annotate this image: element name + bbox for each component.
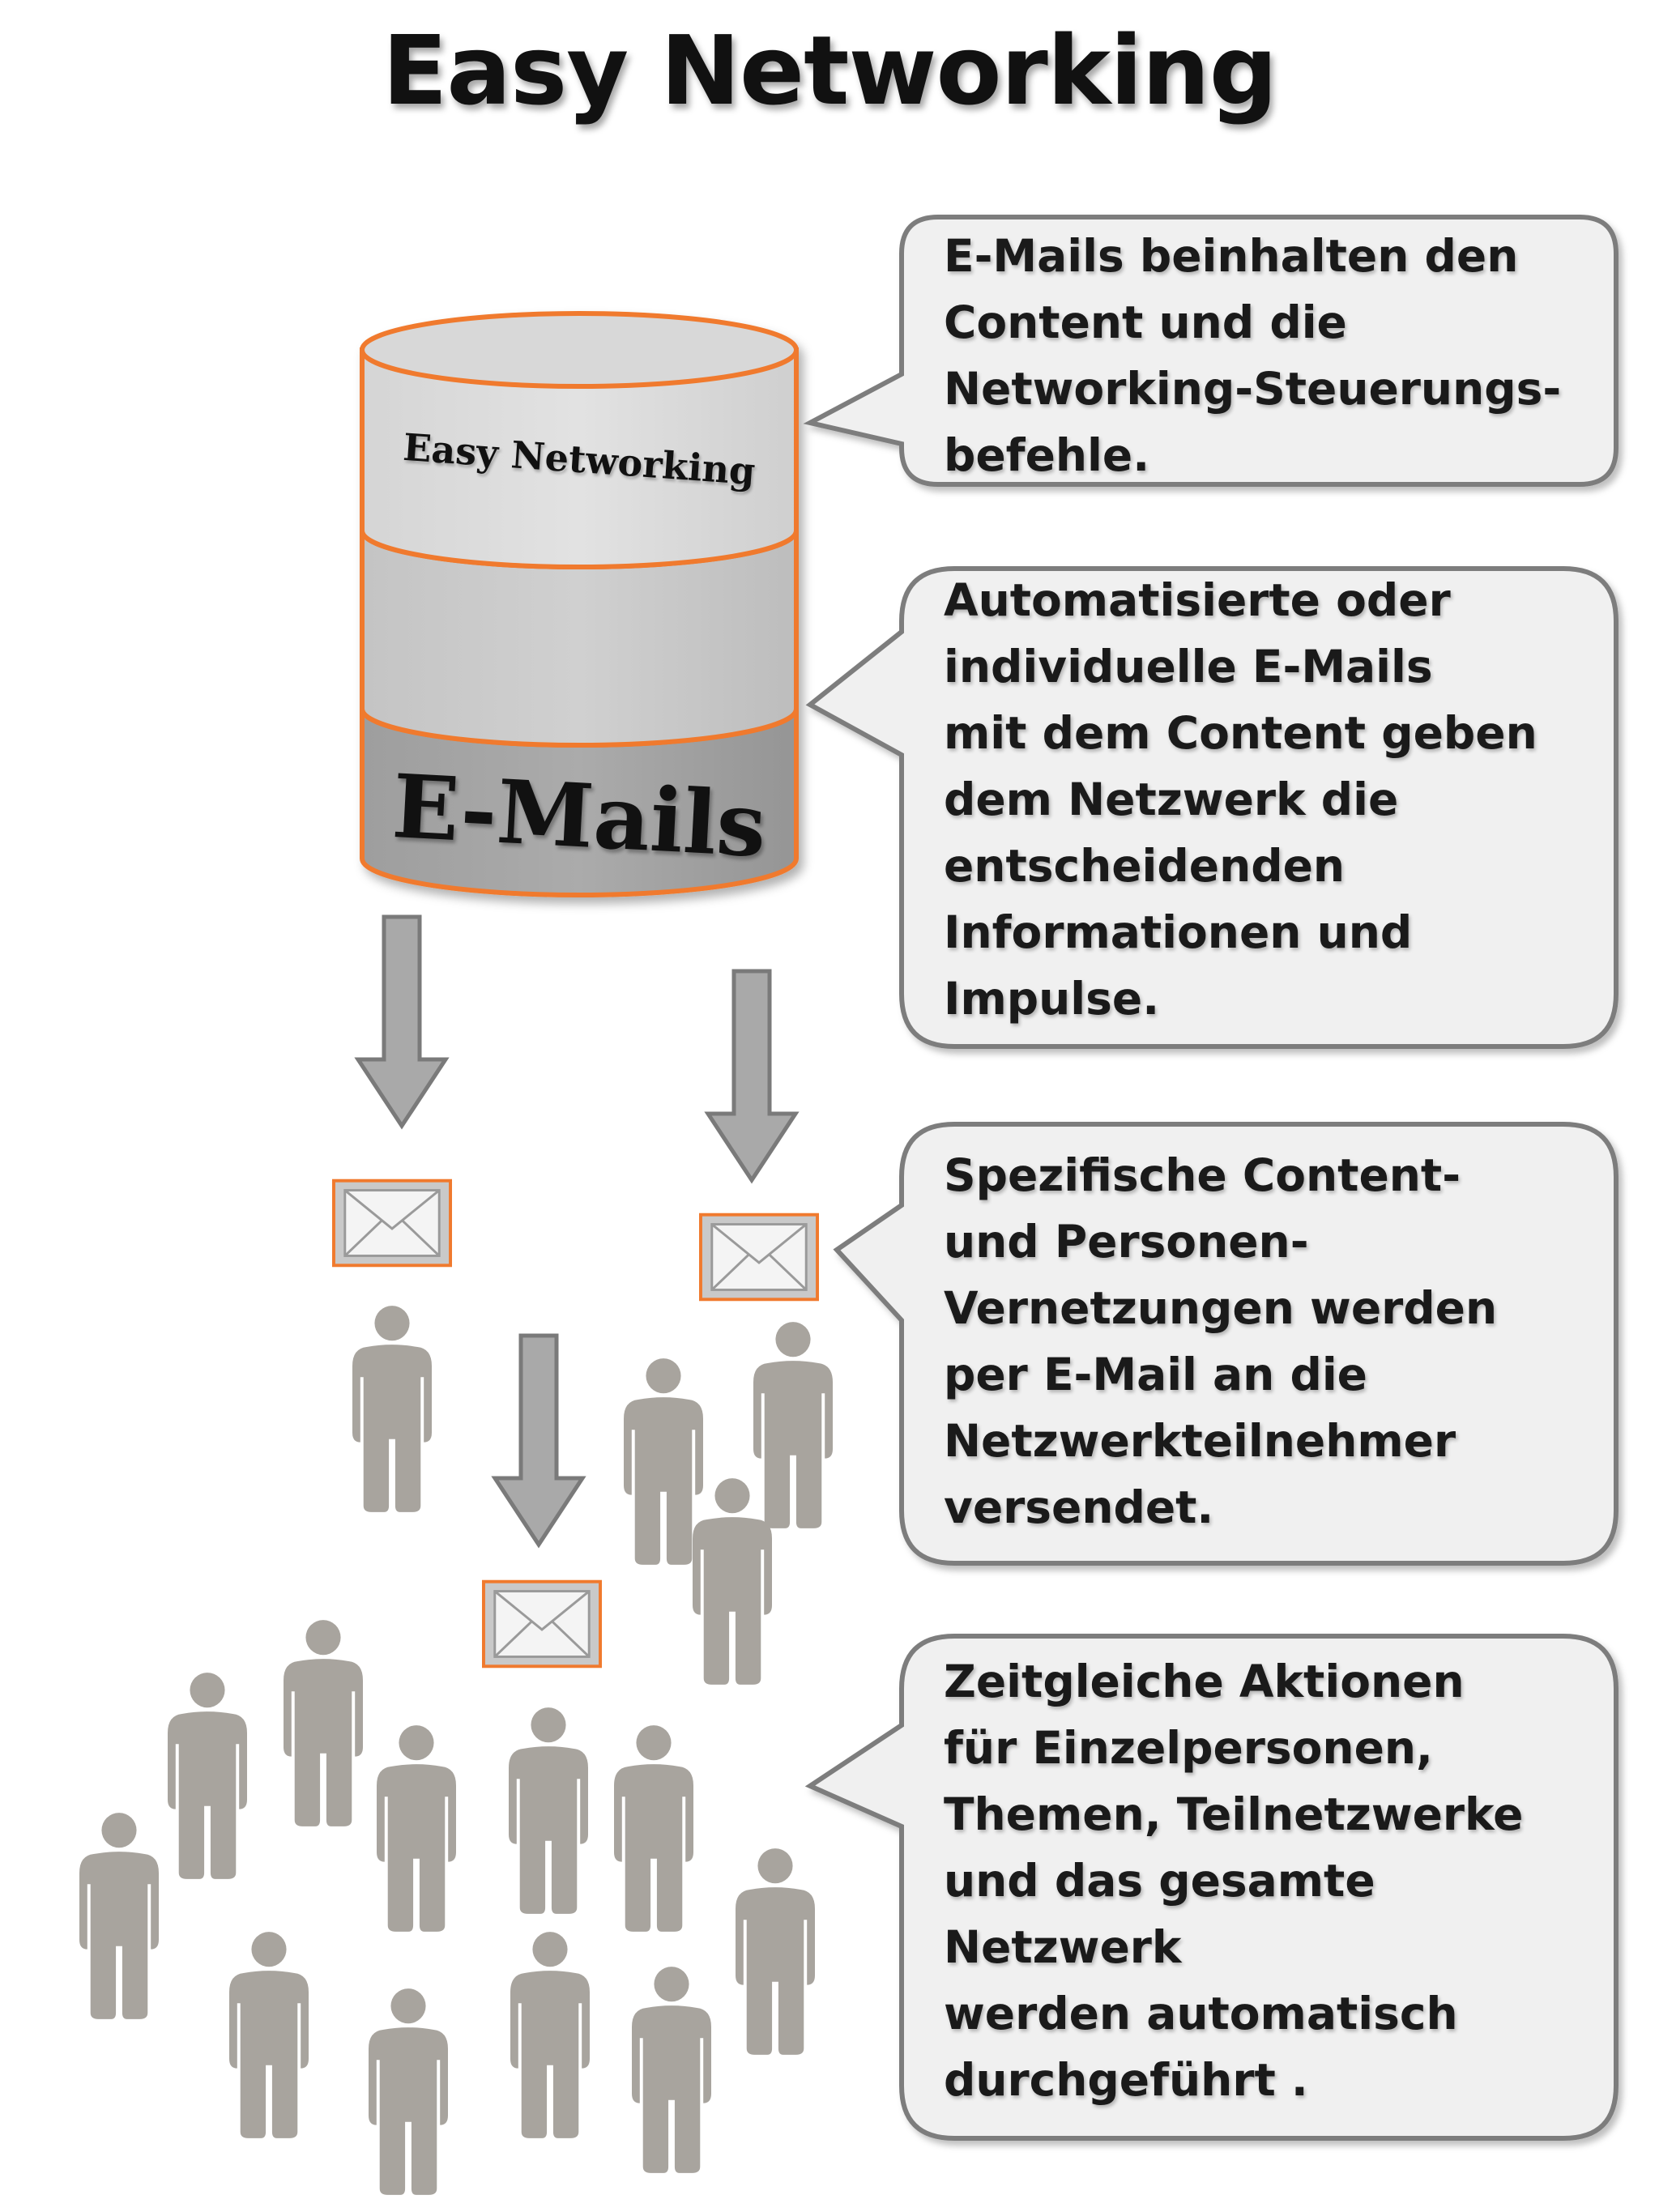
person-icon xyxy=(614,1725,693,1932)
person-icon xyxy=(352,1306,432,1512)
down-arrow-icon xyxy=(495,1336,582,1545)
envelope-icon xyxy=(699,1213,819,1302)
person-icon xyxy=(736,1848,815,2055)
speech-bubble-2 xyxy=(805,566,1618,1049)
person-icon xyxy=(79,1813,159,2019)
database-section-bottom xyxy=(360,706,799,897)
person-icon xyxy=(284,1620,363,1826)
envelope-icon xyxy=(482,1579,602,1669)
person-icon xyxy=(632,1967,711,2173)
person-icon xyxy=(624,1358,703,1565)
speech-bubble-3 xyxy=(833,1122,1618,1566)
speech-bubble-3-text: Spezifische Content- und Personen- Verne… xyxy=(944,1149,1498,1533)
person-icon xyxy=(377,1725,456,1932)
database-lid xyxy=(360,311,799,389)
speech-bubble-4 xyxy=(804,1634,1618,2141)
speech-bubble-1 xyxy=(803,215,1618,487)
database-section-middle xyxy=(360,528,799,748)
person-icon xyxy=(168,1673,247,1879)
speech-bubble-2-text: Automatisierte oder individuelle E-Mails… xyxy=(944,574,1537,1025)
envelope-icon xyxy=(332,1178,452,1268)
person-icon xyxy=(510,1932,590,2138)
database-bottom-label: E-Mails xyxy=(390,756,769,877)
speech-bubble-1-text: E-Mails beinhalten den Content und die N… xyxy=(944,230,1562,481)
person-icon xyxy=(369,1988,448,2195)
person-icon xyxy=(509,1707,588,1914)
person-icon xyxy=(753,1322,833,1528)
speech-bubble-4-text: Zeitgleiche Aktionen für Einzelpersonen,… xyxy=(944,1656,1524,2106)
person-icon xyxy=(229,1932,309,2138)
database-icon xyxy=(360,311,799,897)
page-title: Easy Networking xyxy=(382,15,1277,126)
people-group xyxy=(79,1306,833,2195)
person-icon xyxy=(693,1478,772,1685)
database-section-top xyxy=(360,347,799,569)
down-arrow-icon xyxy=(358,917,446,1126)
down-arrow-icon xyxy=(708,971,795,1180)
